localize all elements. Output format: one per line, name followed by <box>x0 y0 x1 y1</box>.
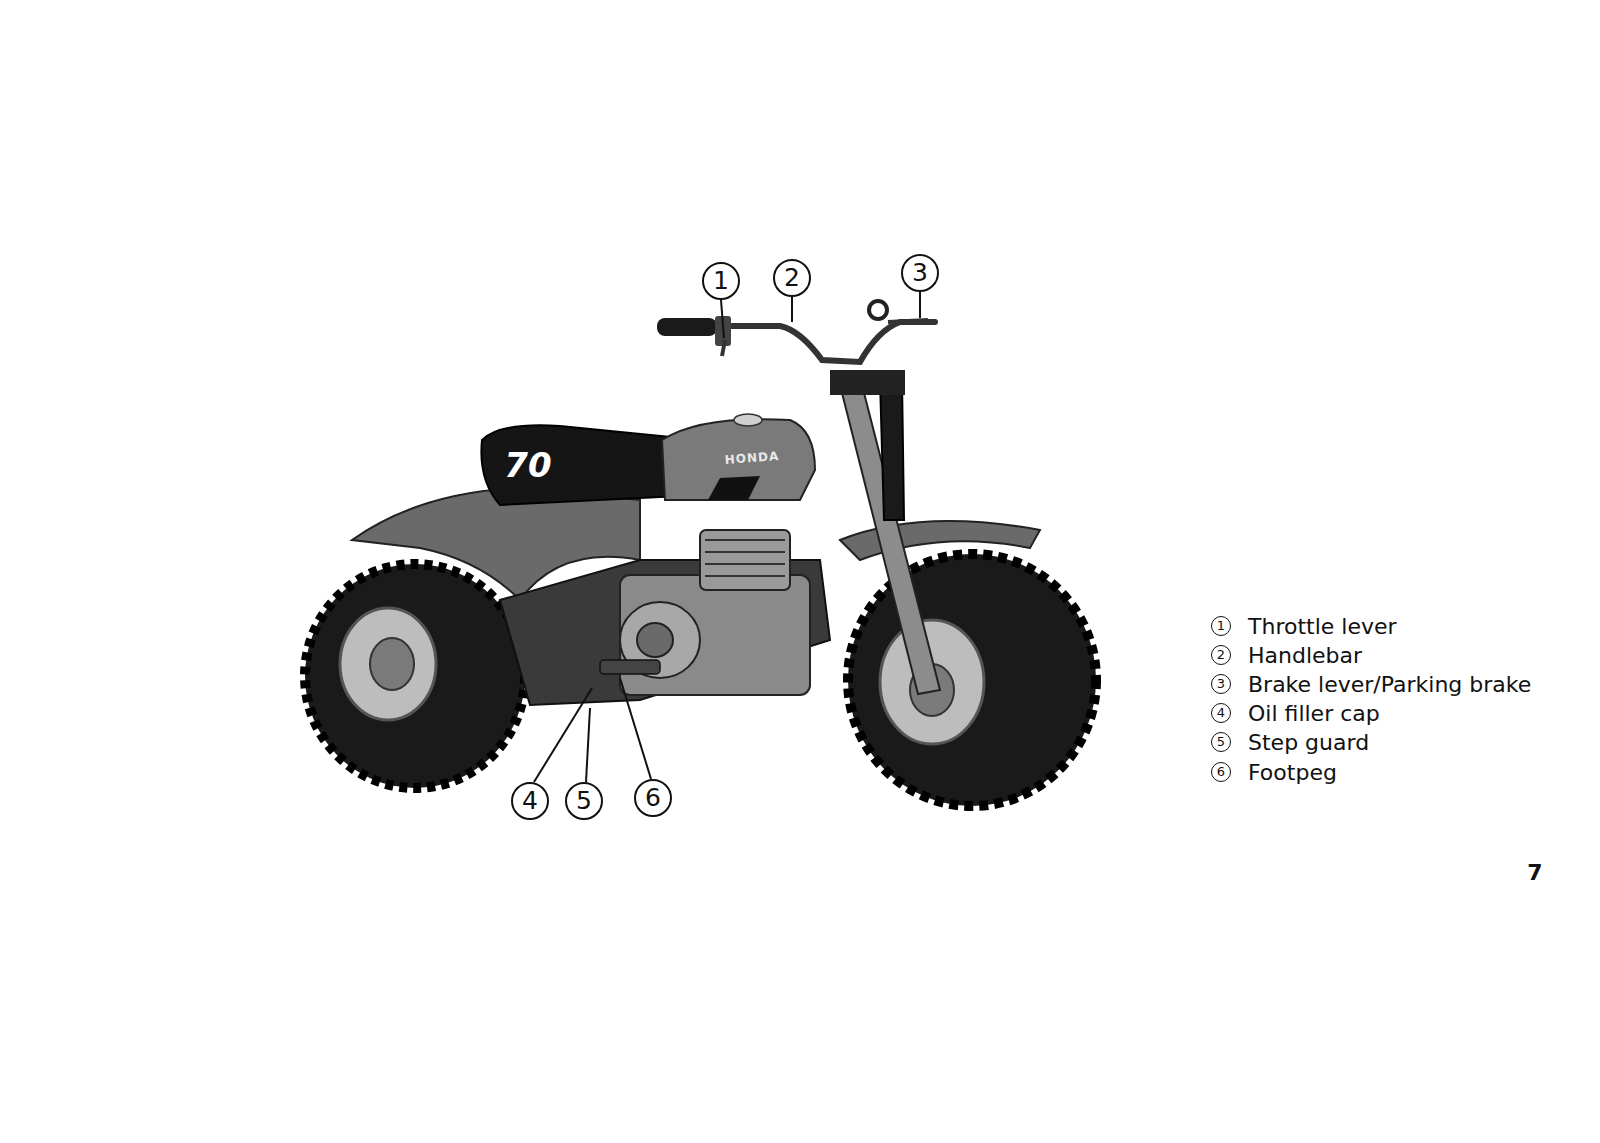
throttle-lever <box>722 340 725 356</box>
engine-block <box>620 575 810 695</box>
fuel-cap <box>734 414 762 426</box>
callout-number: 5 <box>565 782 603 820</box>
steering-stem <box>880 380 904 520</box>
list-number: 1 <box>1211 616 1231 636</box>
callout-number: 4 <box>511 782 549 820</box>
callout-number: 6 <box>634 779 672 817</box>
part-name: Throttle lever <box>1248 614 1397 639</box>
rear-hub <box>370 638 414 690</box>
list-number: 5 <box>1211 732 1231 752</box>
callout-number: 3 <box>901 254 939 292</box>
part-name: Footpeg <box>1248 760 1337 785</box>
brake-lever <box>888 320 928 322</box>
part-name: Handlebar <box>1248 643 1362 668</box>
list-number: 4 <box>1211 703 1231 723</box>
fuel-tank <box>662 419 815 500</box>
cooling-fins <box>705 540 785 576</box>
seat-decal: 70 <box>504 445 551 485</box>
leader-lines <box>534 292 920 782</box>
footpeg <box>600 660 660 674</box>
part-name: Oil filler cap <box>1248 701 1380 726</box>
cylinder <box>700 530 790 590</box>
tank-stripe <box>708 476 760 500</box>
list-number: 3 <box>1211 674 1231 694</box>
callout-number: 2 <box>773 259 811 297</box>
right-mirror-mount <box>869 301 887 319</box>
callout-number: 1 <box>702 262 740 300</box>
list-number: 6 <box>1211 762 1231 782</box>
handlebar <box>700 322 935 362</box>
front-tire <box>848 554 1096 806</box>
left-grip <box>657 318 717 336</box>
part-name: Brake lever/Parking brake <box>1248 672 1531 697</box>
page-number: 7 <box>1527 860 1542 885</box>
rear-tire <box>305 564 525 788</box>
cover-boss <box>637 623 673 657</box>
part-name: Step guard <box>1248 730 1369 755</box>
list-number: 2 <box>1211 645 1231 665</box>
headlight-bracket <box>830 370 905 395</box>
rear-rim <box>340 608 436 720</box>
